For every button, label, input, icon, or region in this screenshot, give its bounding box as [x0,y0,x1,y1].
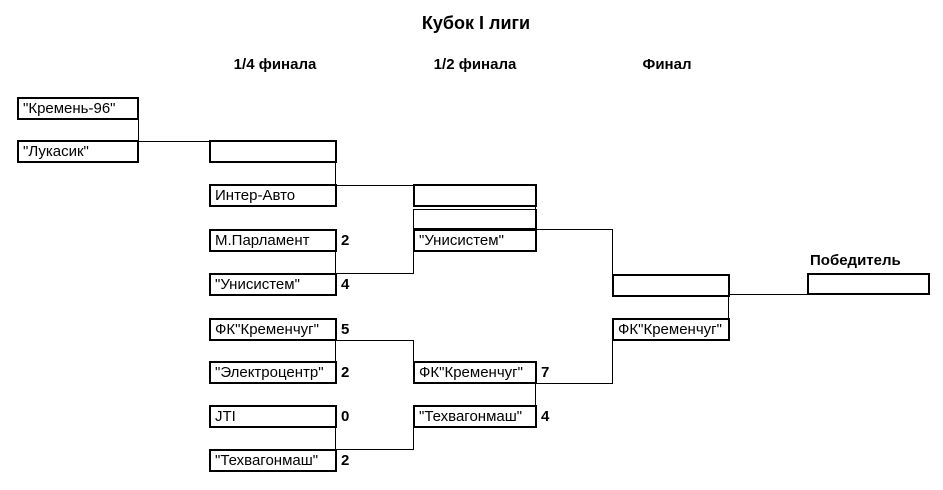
score-elektrocentr: 2 [341,364,350,381]
score-tehvagonmash-sf: 4 [541,408,550,425]
team-name: "Электроцентр" [215,364,324,381]
connector-qf2-pair-vertical [335,251,336,274]
team-name: ФК"Кременчуг" [618,321,722,338]
score-cell-empty [413,209,537,229]
team-box-qf1-winner-empty [209,140,337,163]
team-box-tehvagonmash-qf: "Техвагонмаш" [209,449,337,472]
team-box-lukasik: "Лукасик" [17,140,139,163]
team-box-tehvagonmash-sf: "Техвагонмаш" [413,405,537,428]
connector-qf3-pair-vertical [335,340,336,362]
connector-qf1-pair-vertical [335,162,336,185]
team-box-fk-kremenchug-qf: ФК"Кременчуг" [209,318,337,341]
connector-r1-winner-horizontal [139,141,209,142]
connector-sf1-pair-vertical [535,206,536,230]
team-name: JTI [215,408,236,425]
connector-sf1-winner-vertical [612,229,613,275]
team-name: "Кремень-96" [23,100,116,117]
connector-qf3-winner-horizontal [337,340,414,341]
score-fk-kremenchug-sf: 7 [541,364,550,381]
score-jti: 0 [341,408,350,425]
connector-qf4-winner-vertical [413,428,414,450]
connector-sf2-pair-vertical [535,383,536,406]
team-name: "Лукасик" [23,143,89,160]
winner-label: Победитель [810,252,901,269]
team-name: "Техвагонмаш" [419,408,523,425]
team-name: М.Парламент [215,232,310,249]
round-header-semifinal: 1/2 финала [433,56,517,73]
score-fk-kremenchug-qf: 5 [341,321,350,338]
team-box-elektrocentr: "Электроцентр" [209,361,337,384]
connector-qf4-pair-vertical [335,427,336,450]
score-unisistem-qf: 4 [341,276,350,293]
connector-sf1-winner-horizontal [537,229,613,230]
connector-final-winner-horizontal [730,294,807,295]
team-box-inter-avto: Интер-Авто [209,184,337,207]
team-name: "Унисистем" [419,232,504,249]
score-tehvagonmash-qf: 2 [341,452,350,469]
round-header-quarterfinal: 1/4 финала [233,56,317,73]
team-box-sf1-winner-empty [413,184,537,207]
connector-r1-pair-vertical [138,119,139,141]
team-name: Интер-Авто [215,187,296,204]
connector-qf2-winner-horizontal [337,273,414,274]
team-name: ФК"Кременчуг" [215,321,319,338]
connector-sf2-winner-horizontal [537,383,613,384]
team-box-m-parlament: М.Парламент [209,229,337,252]
team-box-unisistem-sf: "Унисистем" [413,229,537,252]
team-name: "Техвагонмаш" [215,452,319,469]
page-title: Кубок I лиги [421,13,531,33]
winner-box [807,273,930,295]
team-box-unisistem-qf: "Унисистем" [209,273,337,296]
team-box-final-winner-empty [612,274,730,297]
score-m-parlament: 2 [341,232,350,249]
team-box-kremen-96: "Кремень-96" [17,97,139,120]
connector-qf2-winner-vertical [413,252,414,274]
team-name: ФК"Кременчуг" [419,364,523,381]
connector-qf1-winner-horizontal [337,185,413,186]
round-header-final: Финал [642,56,692,73]
team-box-fk-kremenchug-final: ФК"Кременчуг" [612,318,730,341]
team-name: "Унисистем" [215,276,300,293]
connector-qf3-winner-vertical [413,340,414,362]
team-box-jti: JTI [209,405,337,428]
team-box-fk-kremenchug-sf: ФК"Кременчуг" [413,361,537,384]
connector-final-pair-vertical [728,296,729,319]
connector-qf4-winner-horizontal [337,449,414,450]
connector-sf2-winner-vertical [612,340,613,384]
